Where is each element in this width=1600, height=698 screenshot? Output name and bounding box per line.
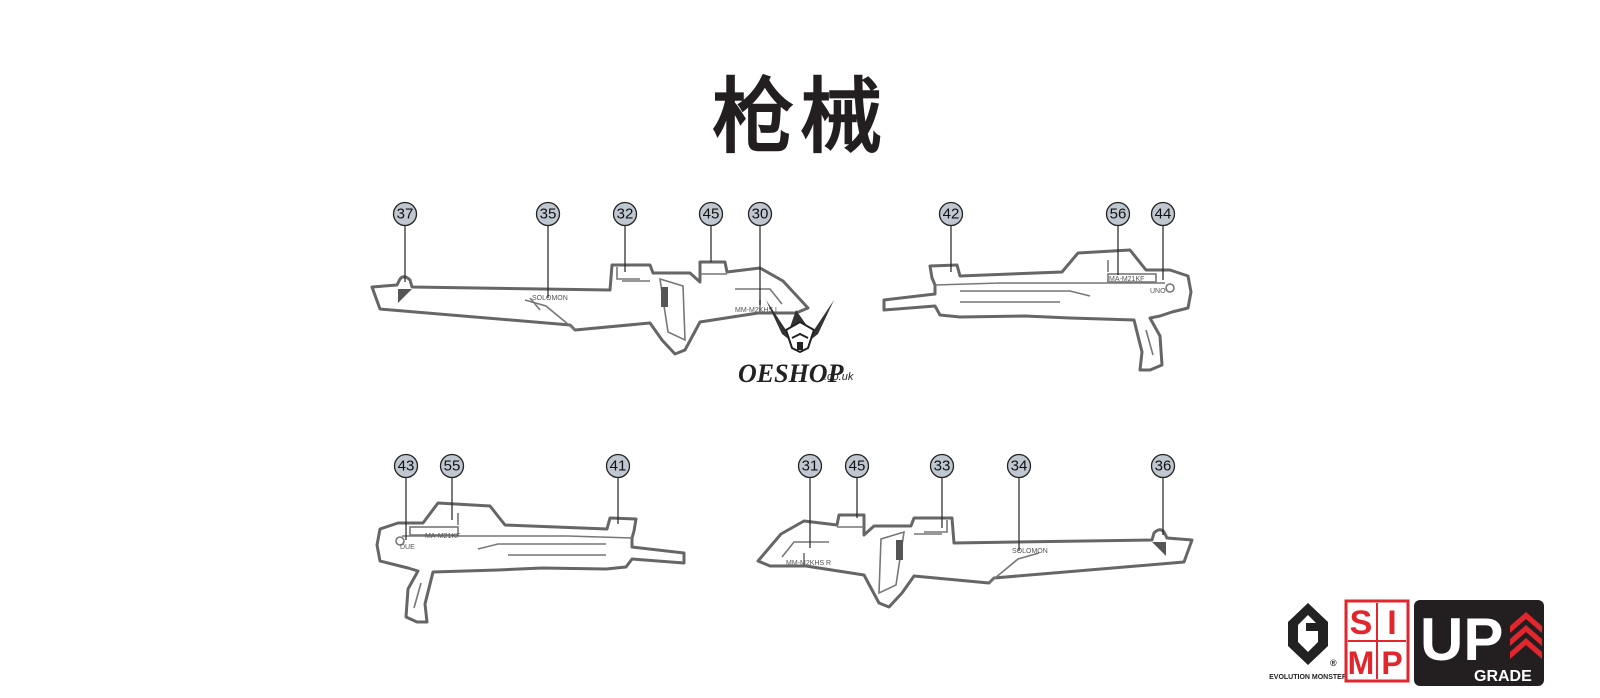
engraving-mm-l: MM-M2KHS L [735, 307, 779, 314]
svg-text:56: 56 [1110, 206, 1127, 223]
callout-37: 37 [392, 201, 418, 227]
chevron-up-icon [1510, 612, 1542, 659]
logo-registered: ® [1330, 658, 1337, 668]
svg-text:42: 42 [943, 206, 960, 223]
callout-42: 42 [938, 201, 964, 227]
svg-text:45: 45 [703, 206, 720, 223]
svg-text:32: 32 [617, 206, 634, 223]
logo-grade: GRADE [1474, 668, 1532, 685]
callout-55: 55 [439, 453, 465, 479]
upgrade-logo: UP GRADE [1414, 600, 1544, 686]
callout-41: 41 [605, 453, 631, 479]
simp-logo: S I M P [1344, 599, 1410, 683]
svg-text:SOLOMON: SOLOMON [1012, 548, 1048, 555]
engraving-ma-bottom: MA-M21KF [425, 533, 460, 540]
svg-text:M: M [1348, 645, 1375, 681]
svg-text:30: 30 [752, 206, 769, 223]
callout-30: 30 [747, 201, 773, 227]
svg-text:43: 43 [398, 458, 415, 475]
engraving-due: DUE [400, 544, 415, 551]
watermark-brand: OESHOP [738, 359, 845, 388]
svg-text:P: P [1381, 645, 1402, 681]
logo-up: UP [1420, 606, 1503, 673]
callout-33: 33 [929, 453, 955, 479]
engraving-ma-top: MA-M21KF [1109, 276, 1144, 283]
svg-text:34: 34 [1011, 458, 1028, 475]
callout-35: 35 [535, 201, 561, 227]
callout-45-bottom: 45 [844, 453, 870, 479]
svg-text:37: 37 [397, 206, 414, 223]
callout-32: 32 [612, 201, 638, 227]
leader-lines [404, 226, 1164, 551]
callouts: 37 35 32 45 30 42 56 44 43 55 41 31 45 3… [392, 201, 1176, 479]
callout-31: 31 [797, 453, 823, 479]
callout-56: 56 [1105, 201, 1131, 227]
rifle-right-top: MA-M21KF UNO [882, 248, 1193, 372]
svg-text:41: 41 [610, 458, 627, 475]
svg-text:I: I [1387, 604, 1396, 642]
engraving-uno: UNO [1150, 288, 1166, 295]
engraving-mm-r: MM-M2KHS R [786, 560, 831, 567]
callout-43: 43 [393, 453, 419, 479]
gundam-head-icon [766, 300, 834, 354]
rifle-right-bottom: SOLOMON MM-M2KHS R [756, 513, 1194, 609]
evolution-monster-logo: ® EVOLUTION MONSTER [1269, 603, 1347, 681]
page-title: 枪械 [711, 70, 888, 165]
svg-text:35: 35 [540, 206, 557, 223]
svg-text:36: 36 [1155, 458, 1172, 475]
logo-evolution-text: EVOLUTION MONSTER [1269, 674, 1347, 681]
svg-text:44: 44 [1155, 206, 1172, 223]
svg-text:33: 33 [934, 458, 951, 475]
callout-44: 44 [1150, 201, 1176, 227]
oeshop-watermark: OESHOP .co.uk [738, 300, 854, 388]
watermark-suffix: .co.uk [824, 371, 854, 383]
rifle-left-top: SOLOMON MM-M2KHS L [370, 260, 810, 356]
svg-text:31: 31 [802, 458, 819, 475]
rifle-left-bottom: MA-M21KF DUE [375, 501, 686, 624]
svg-text:S: S [1350, 604, 1373, 642]
svg-text:SOLOMON: SOLOMON [532, 295, 568, 302]
callout-45-top: 45 [698, 201, 724, 227]
svg-text:45: 45 [849, 458, 866, 475]
callout-34: 34 [1006, 453, 1032, 479]
callout-36: 36 [1150, 453, 1176, 479]
svg-text:55: 55 [444, 458, 461, 475]
